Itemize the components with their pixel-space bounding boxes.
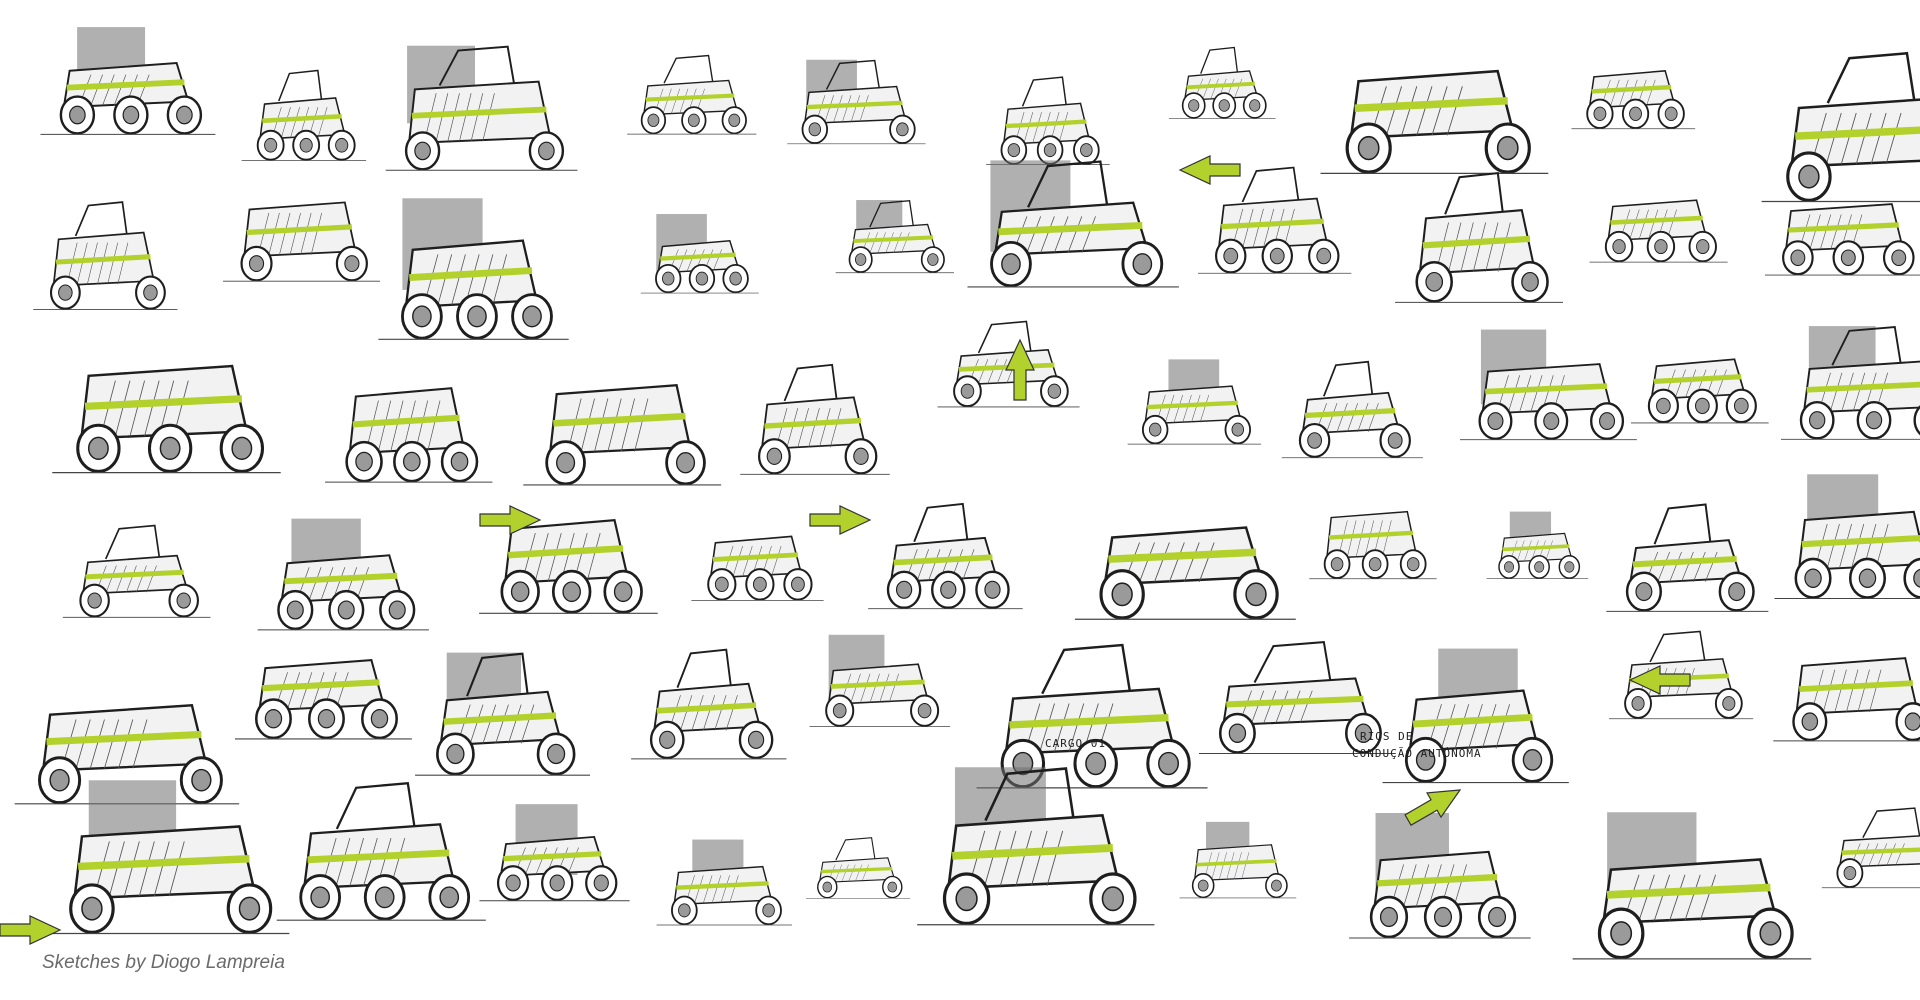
title-note-line2: CONDUÇÃO AUTÓNOMA <box>1352 747 1482 760</box>
vehicle-sketch <box>479 519 658 614</box>
vehicle-sketch <box>917 767 1155 926</box>
green-arrow-mark <box>1005 338 1035 401</box>
vehicle-sketch <box>44 780 290 935</box>
vehicle-sketch <box>1606 503 1769 612</box>
vehicle-sketch <box>1074 526 1296 620</box>
vehicle-sketch <box>1761 51 1920 203</box>
vehicle-sketch <box>806 837 911 899</box>
vehicle-sketch <box>1571 70 1696 130</box>
vehicle-sketch <box>257 518 429 631</box>
vehicle-sketch <box>14 704 240 805</box>
green-arrow-mark <box>1628 665 1691 695</box>
vehicle-sketch <box>1395 171 1563 303</box>
vehicle-sketch <box>640 214 759 294</box>
vehicle-sketch <box>1320 69 1549 175</box>
vehicle-sketch <box>1168 46 1276 119</box>
vehicle-sketch <box>627 54 757 135</box>
vehicle-sketch <box>631 648 787 760</box>
vehicle-sketch <box>223 201 381 282</box>
vehicle-sketch <box>1460 329 1637 441</box>
vehicle-sketch <box>1780 326 1920 440</box>
green-arrow-mark <box>0 915 62 945</box>
vehicle-sketch <box>1309 510 1437 580</box>
vehicle-sketch <box>976 643 1208 789</box>
vehicle-sketch <box>1127 359 1261 445</box>
green-arrow-mark <box>1178 155 1241 185</box>
vehicle-sketch <box>1773 657 1920 742</box>
vehicle-sketch <box>276 781 486 921</box>
vehicle-sketch <box>1821 807 1920 889</box>
vehicle-sketch <box>1764 203 1920 276</box>
vehicle-sketch <box>1349 813 1531 939</box>
green-arrow-mark <box>479 505 542 535</box>
vehicle-sketch <box>967 160 1179 288</box>
vehicle-sketch <box>1630 358 1769 424</box>
vehicle-sketch <box>809 634 951 728</box>
vehicle-sketch <box>691 535 824 601</box>
vehicle-sketch <box>241 69 367 161</box>
vehicle-sketch <box>235 658 412 740</box>
vehicle-sketch <box>1198 166 1352 274</box>
vehicle-sketches <box>0 27 1920 960</box>
vehicle-sketch <box>325 387 493 483</box>
sketch-credit-caption: Sketches by Diogo Lampreia <box>42 952 285 973</box>
vehicle-sketch <box>523 384 722 486</box>
vehicle-sketch <box>1486 511 1589 580</box>
vehicle-sketch <box>1572 812 1812 960</box>
green-arrow-mark <box>1404 789 1462 827</box>
green-arrow-mark <box>809 505 872 535</box>
vehicle-sketch <box>1774 474 1920 600</box>
vehicle-sketch <box>40 27 216 135</box>
vehicle-sketch <box>868 502 1023 610</box>
vehicle-sketch <box>835 199 954 274</box>
vehicle-sketch <box>1281 360 1423 459</box>
vehicle-sketch <box>378 198 569 340</box>
vehicle-sketch <box>1382 648 1569 784</box>
vehicle-sketch <box>986 76 1110 166</box>
vehicle-sketch <box>385 45 578 171</box>
vehicle-sketch <box>656 839 792 926</box>
vehicle-sketch <box>787 59 926 145</box>
vehicle-sketch <box>1179 821 1297 899</box>
vehicle-sketch <box>1589 199 1728 263</box>
vehicle-sketch <box>33 201 178 310</box>
vehicle-sketch <box>1198 640 1396 754</box>
vehicle-sketch <box>479 804 630 902</box>
vehicle-sketch <box>415 652 591 776</box>
vehicle-sketch <box>52 364 281 474</box>
vehicle-sketch <box>740 363 890 475</box>
vehicle-sketch <box>62 524 211 618</box>
title-note-line1: RIOS DE <box>1360 730 1413 743</box>
cargo-label: CARGO 01 <box>1045 737 1106 750</box>
